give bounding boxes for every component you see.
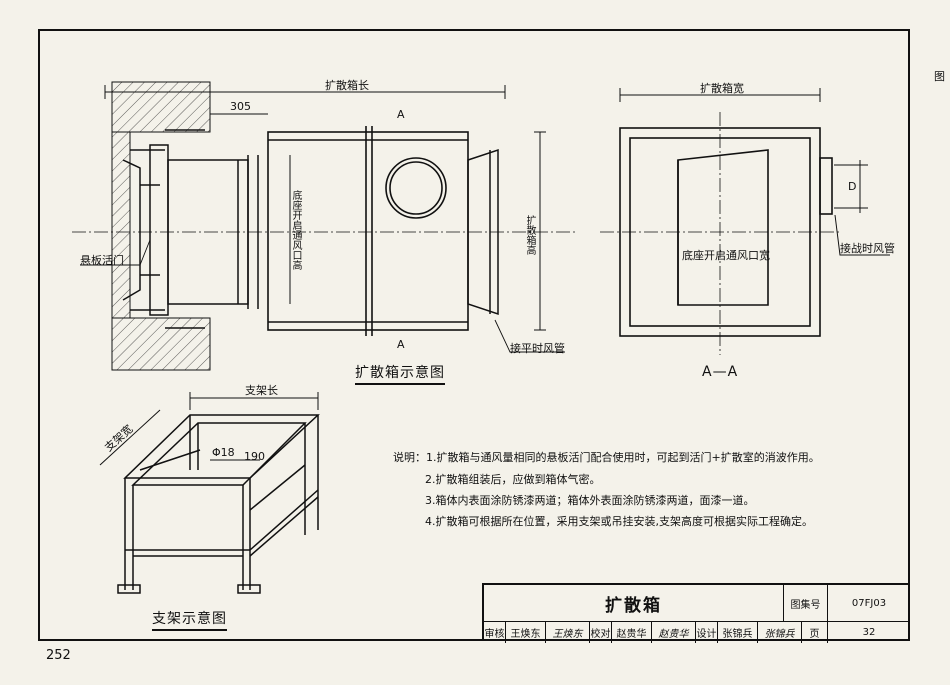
dim-width-line [619, 88, 890, 256]
title-block: 扩散箱 图集号 07FJ03 审核 王焕东 王焕东 校对 赵贵华 赵贵华 设计 … [482, 583, 910, 643]
dim-190: 190 [244, 450, 265, 463]
drawing-frame [38, 29, 910, 641]
label-D: D [848, 180, 857, 193]
label-box-height: 扩散箱高 [524, 215, 535, 255]
support-frame [117, 414, 320, 594]
dim-support-length: 支架长 [245, 384, 278, 397]
inlet-duct [167, 155, 259, 309]
page-label: 页 [802, 622, 828, 643]
dim-length-line [104, 85, 506, 120]
design-label: 设计 [696, 622, 718, 643]
dim-width-label: 扩散箱宽 [700, 82, 744, 95]
wall-hatch-left [111, 131, 131, 319]
page-number: 252 [46, 648, 71, 663]
dim-heights [289, 131, 546, 331]
notes-item-2: 2.扩散箱组装后，应做到箱体气密。 [425, 473, 601, 486]
section-mark-bottom: A [397, 338, 405, 351]
reviewer-signature: 王焕东 [546, 622, 590, 643]
label-opening-height: 底座开启通风口高 [290, 190, 301, 270]
page-no: 32 [862, 627, 876, 638]
title-block-title: 扩散箱 [484, 585, 784, 621]
label-opening-width: 底座开启通风口宽 [682, 249, 770, 262]
atlas-number: 07FJ03 [851, 597, 887, 609]
designer-signature: 张锦兵 [758, 622, 802, 643]
reviewer: 王焕东 [506, 622, 546, 643]
label-war-pipe: 接战时风管 [840, 242, 895, 255]
designer: 张锦兵 [718, 622, 758, 643]
wall-hatch-top [111, 81, 211, 133]
wall-hatch-bottom [111, 317, 211, 371]
section-mark-top: A [397, 108, 405, 121]
atlas-label: 图集号 [784, 585, 828, 621]
caption-section: A—A [702, 364, 739, 380]
dim-phi18: Φ18 [212, 446, 235, 459]
review-label: 审核 [484, 622, 506, 643]
checker: 赵贵华 [612, 622, 652, 643]
notes-item-4: 4.扩散箱可根据所在位置，采用支架或吊挂安装,支架高度可根据实际工程确定。 [425, 515, 813, 528]
check-label: 校对 [590, 622, 612, 643]
dim-length-label: 扩散箱长 [325, 79, 369, 92]
notes-prefix: 说明： [393, 451, 426, 464]
caption-schematic: 扩散箱示意图 [355, 362, 445, 385]
notes-item-1: 说明：1.扩散箱与通风量相同的悬板活门配合使用时，可起到活门+扩散室的消波作用。 [393, 451, 820, 464]
checker-signature: 赵贵华 [652, 622, 696, 643]
outlet-duct [467, 148, 499, 316]
leaders-front [80, 239, 565, 353]
label-pipe-connect: 接平时风管 [510, 342, 565, 355]
caption-support: 支架示意图 [152, 608, 227, 631]
edge-mark: 图 [934, 70, 945, 83]
dim-305-label: 305 [230, 100, 251, 113]
notes-item-3: 3.箱体内表面涂防锈漆两道；箱体外表面涂防锈漆两道，面漆一道。 [425, 494, 755, 507]
support-dims [99, 392, 319, 466]
label-damper: 悬板活门 [80, 254, 124, 267]
